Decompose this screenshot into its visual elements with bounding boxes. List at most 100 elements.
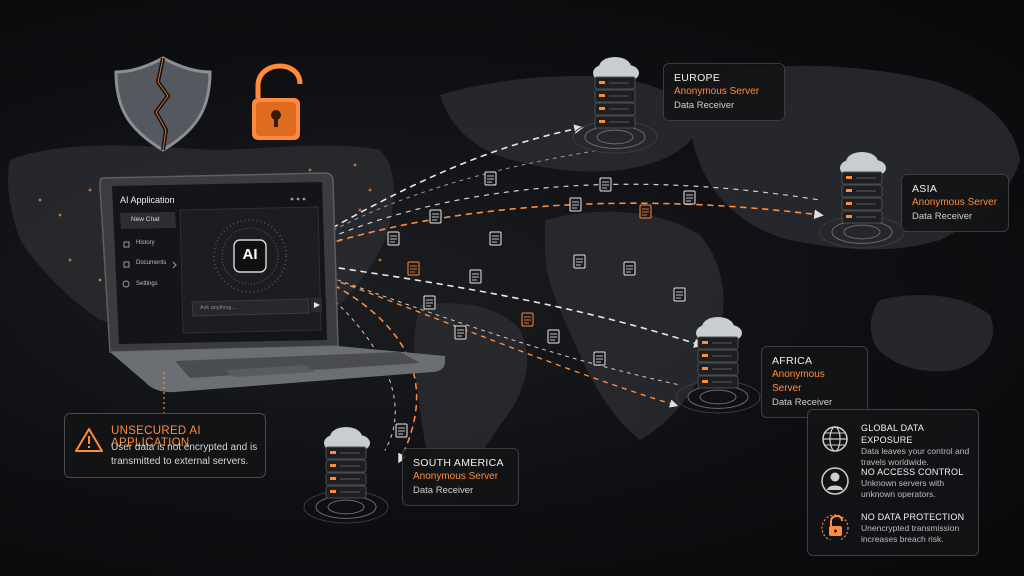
city-light — [308, 168, 312, 172]
city-light — [68, 258, 72, 262]
nav-settings[interactable]: Settings — [136, 281, 158, 287]
data-packet-icon — [387, 231, 400, 246]
data-packet-icon — [623, 261, 636, 276]
server-region: ASIA — [912, 183, 938, 195]
server-unit — [325, 446, 367, 460]
server-kind: Anonymous Server — [772, 369, 825, 394]
server-europe — [572, 57, 658, 154]
server-region: EUROPE — [674, 72, 721, 84]
data-packet-icon — [489, 231, 502, 246]
data-packet-icon — [547, 329, 560, 344]
server-unit — [325, 459, 367, 473]
city-light — [58, 213, 62, 217]
server-africa — [675, 317, 761, 414]
server-label-africa: AFRICA Anonymous Server Data Receiver — [761, 346, 868, 418]
nav-documents[interactable]: Documents — [136, 260, 167, 266]
legend-title: GLOBAL DATA EXPOSURE — [861, 423, 924, 445]
server-unit — [841, 210, 883, 224]
data-packet-icon — [639, 204, 652, 219]
city-light — [368, 188, 372, 192]
server-kind: Anonymous Server — [912, 197, 998, 208]
server-unit — [697, 362, 739, 376]
server-unit — [697, 349, 739, 363]
legend-title: NO DATA PROTECTION — [861, 512, 965, 522]
legend-item-no-access-control: NO ACCESS CONTROL Unknown servers with u… — [861, 466, 973, 500]
flow-line-asia — [284, 202, 824, 259]
server-role: Data Receiver — [772, 397, 833, 408]
server-unit — [594, 76, 636, 90]
city-light — [38, 198, 42, 202]
input-placeholder: Ask anything... — [200, 305, 237, 311]
legend-item-no-data-protection: NO DATA PROTECTION Unencrypted transmiss… — [861, 511, 973, 545]
ai-glow — [213, 219, 287, 293]
data-packet-icon — [521, 312, 534, 327]
ai-badge: AI — [242, 246, 258, 263]
broken-shield-icon — [114, 56, 212, 152]
flow-line-south-america — [284, 261, 418, 464]
australia-shape — [870, 295, 994, 372]
globe-icon — [822, 426, 848, 452]
nav-history[interactable]: History — [136, 240, 155, 246]
warning-triangle-icon — [75, 428, 103, 452]
server-unit — [841, 171, 883, 185]
legend-item-global-exposure: GLOBAL DATA EXPOSURE Data leaves your co… — [861, 422, 973, 468]
server-region: AFRICA — [772, 355, 813, 367]
server-unit — [841, 197, 883, 211]
open-padlock-icon — [252, 63, 303, 140]
chevron-right-icon — [172, 261, 177, 269]
new-chat-label[interactable]: New Chat — [131, 216, 160, 223]
open-lock-icon — [821, 514, 849, 540]
data-packet-icon — [573, 254, 586, 269]
server-kind: Anonymous Server — [413, 471, 499, 482]
server-unit — [594, 115, 636, 129]
flow-line-europe — [284, 124, 584, 256]
message-input[interactable] — [191, 298, 310, 317]
data-packet-icon — [569, 197, 582, 212]
server-label-europe: EUROPE Anonymous Server Data Receiver — [663, 63, 785, 121]
server-label-asia: ASIA Anonymous Server Data Receiver — [901, 174, 1009, 232]
sidebar-new-chat[interactable] — [120, 212, 176, 229]
user-icon — [821, 467, 849, 495]
ai-badge-box — [233, 239, 267, 273]
data-packet-icon — [484, 171, 497, 186]
data-packet-icon — [593, 351, 606, 366]
city-light — [98, 278, 102, 282]
legend-desc: Data leaves your control and travels wor… — [861, 446, 970, 467]
documents-icon — [123, 261, 130, 268]
server-role: Data Receiver — [413, 485, 474, 496]
server-unit — [325, 485, 367, 499]
server-unit — [594, 102, 636, 116]
warning-panel: UNSECURED AI APPLICATION User data is no… — [64, 413, 266, 478]
data-packet-icon — [454, 325, 467, 340]
server-asia — [819, 152, 905, 249]
history-icon — [123, 241, 130, 248]
server-role: Data Receiver — [912, 211, 973, 222]
flow-line-europe-2 — [284, 149, 601, 259]
server-unit — [594, 89, 636, 103]
server-unit — [697, 375, 739, 389]
send-icon — [314, 302, 320, 308]
data-packet-icon — [599, 177, 612, 192]
warning-title: UNSECURED AI APPLICATION — [111, 425, 201, 449]
legend-title: NO ACCESS CONTROL — [861, 467, 964, 477]
legend-desc: Unknown servers with unknown operators. — [861, 478, 945, 499]
server-unit — [841, 184, 883, 198]
data-packet-icon — [673, 287, 686, 302]
data-packet-icon — [429, 209, 442, 224]
window-dots — [290, 197, 306, 201]
data-packet-icon — [469, 269, 482, 284]
server-kind: Anonymous Server — [674, 86, 760, 97]
city-light — [88, 188, 92, 192]
legend-desc: Unencrypted transmission increases breac… — [861, 523, 960, 544]
risk-legend: GLOBAL DATA EXPOSURE Data leaves your co… — [807, 409, 979, 556]
data-packet-icon — [395, 423, 408, 438]
server-label-south-america: SOUTH AMERICA Anonymous Server Data Rece… — [402, 448, 519, 506]
city-light — [378, 258, 382, 262]
flow-line-asia-2 — [284, 183, 821, 259]
warning-body: User data is not encrypted and is transm… — [111, 442, 258, 467]
server-unit — [325, 472, 367, 486]
settings-icon — [122, 280, 130, 288]
